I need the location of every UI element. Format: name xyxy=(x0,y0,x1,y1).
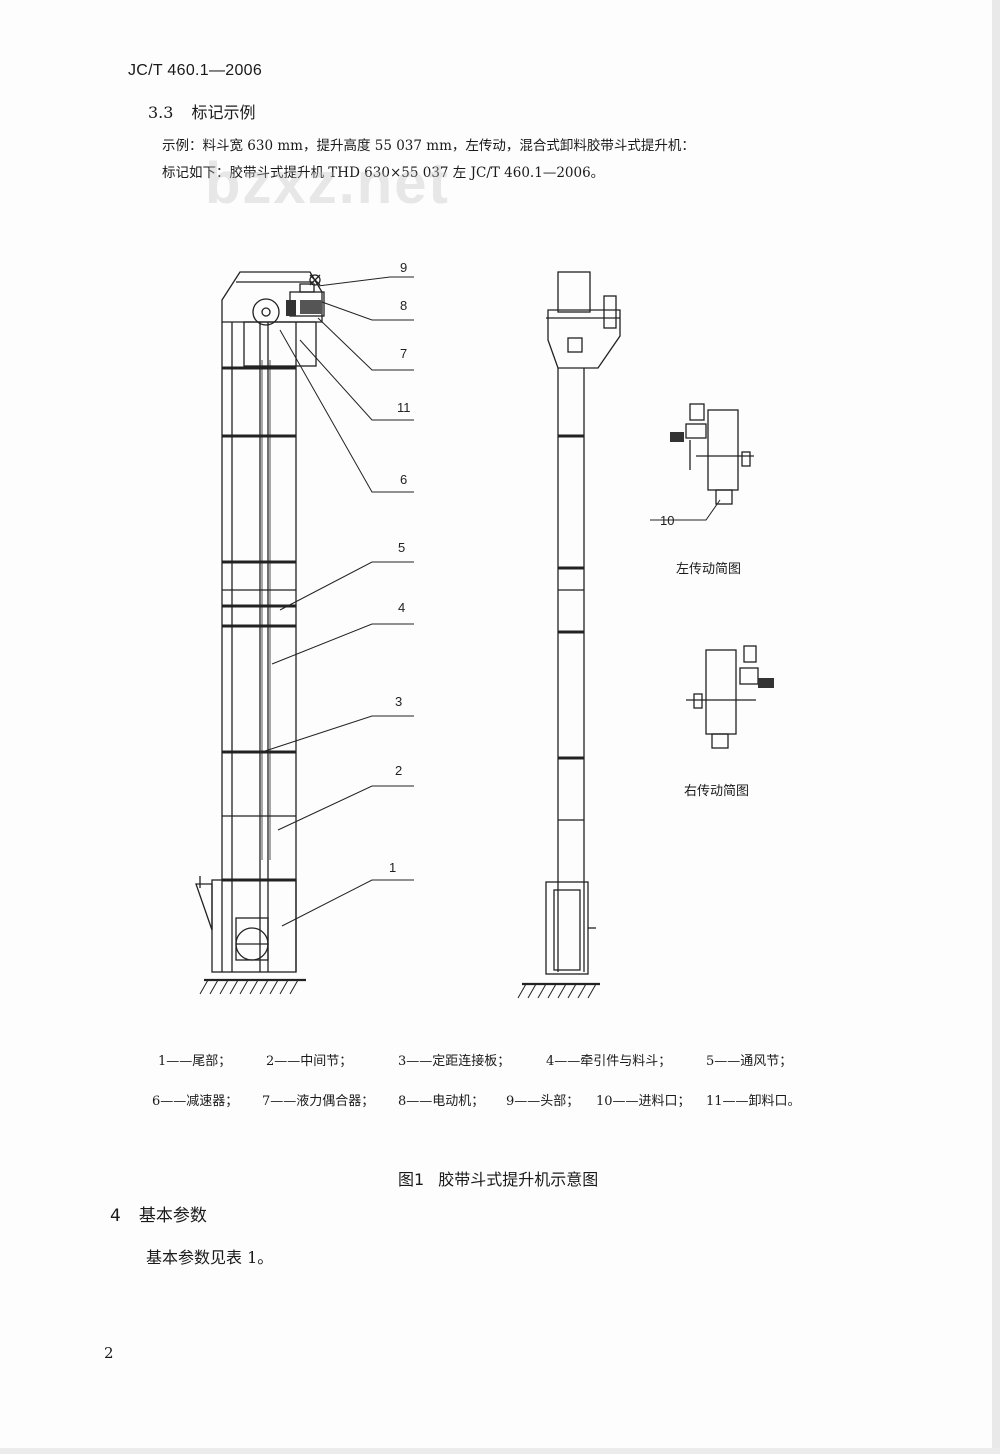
callout-10: 10 xyxy=(660,513,674,528)
section-title: 基本参数 xyxy=(138,1206,207,1226)
callout-2: 2 xyxy=(395,763,402,778)
page-edge-right xyxy=(992,0,1000,1454)
section-number: 4 xyxy=(110,1206,121,1226)
page-edge-bottom xyxy=(0,1448,1000,1454)
section-4-body: 基本参数见表 1。 xyxy=(146,1248,274,1267)
callout-11: 11 xyxy=(397,400,411,415)
legend-item-6: 6——减速器； xyxy=(152,1094,239,1109)
section-4-heading: 4 基本参数 xyxy=(110,1201,207,1226)
right-drive-sketch xyxy=(686,645,774,749)
legend-item-2: 2——中间节； xyxy=(266,1054,353,1069)
callout-7: 7 xyxy=(400,346,407,361)
callout-3: 3 xyxy=(395,694,402,709)
legend-item-11: 11——卸料口。 xyxy=(706,1094,801,1109)
page-number: 2 xyxy=(104,1344,114,1362)
legend-item-1: 1——尾部； xyxy=(158,1054,232,1069)
front-view xyxy=(195,271,414,995)
figure-title: 胶带斗式提升机示意图 xyxy=(438,1170,599,1189)
section-title: 标记示例 xyxy=(191,103,256,122)
callout-9: 9 xyxy=(400,260,407,275)
legend-item-8: 8——电动机； xyxy=(398,1094,485,1109)
callout-8: 8 xyxy=(400,298,407,313)
figure-number: 图1 xyxy=(398,1170,425,1189)
callout-4: 4 xyxy=(398,600,405,615)
callout-1: 1 xyxy=(389,860,396,875)
section-number: 3.3 xyxy=(148,103,174,122)
right-drive-label: 右传动简图 xyxy=(684,784,750,799)
legend-item-3: 3——定距连接板； xyxy=(398,1054,511,1069)
standard-number: JC/T 460.1—2006 xyxy=(128,62,263,79)
legend-item-4: 4——牵引件与料斗； xyxy=(546,1054,672,1069)
example-line: 示例：料斗宽 630 mm，提升高度 55 037 mm，左传动，混合式卸料胶带… xyxy=(162,138,695,154)
left-drive-label: 左传动简图 xyxy=(676,562,742,577)
left-drive-sketch xyxy=(650,403,754,521)
section-3-3-heading: 3.3 标记示例 xyxy=(148,99,255,123)
figure-caption: 图1 胶带斗式提升机示意图 xyxy=(398,1166,598,1190)
watermark: bzxz.net xyxy=(205,151,450,216)
side-view xyxy=(517,271,621,999)
legend-item-9: 9——头部； xyxy=(506,1094,580,1109)
legend-item-7: 7——液力偶合器； xyxy=(262,1094,375,1109)
callout-5: 5 xyxy=(398,540,405,555)
marking-line: 标记如下：胶带斗式提升机 THD 630×55 037 左 JC/T 460.1… xyxy=(162,165,605,181)
callout-6: 6 xyxy=(400,472,407,487)
legend-item-10: 10——进料口； xyxy=(596,1094,691,1109)
legend-item-5: 5——通风节； xyxy=(706,1054,793,1069)
